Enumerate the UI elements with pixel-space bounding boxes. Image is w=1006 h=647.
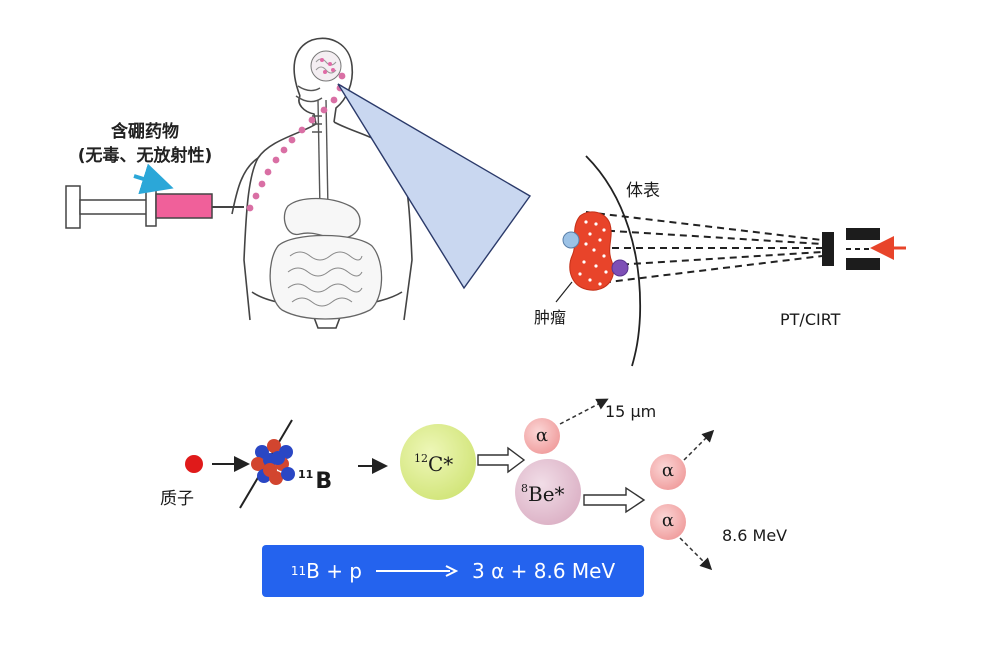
- alpha3-trajectory: [679, 537, 713, 571]
- alpha-label-3: α: [661, 510, 675, 531]
- boron11-label: 11B: [298, 468, 332, 494]
- alpha-label-1: α: [535, 425, 549, 446]
- beryllium8-label: 8Be*: [521, 482, 565, 506]
- alpha-label-2: α: [661, 460, 675, 481]
- body-surface-line: [585, 155, 642, 367]
- tumor-label: 肿瘤: [534, 308, 567, 327]
- reaction-energy-label: 8.6 MeV: [722, 526, 788, 545]
- boron-drug-label: 含硼药物 (无毒、无放射性): [60, 120, 230, 168]
- carbon12-mass: 12: [414, 452, 428, 465]
- equation-reactants: B + p: [306, 559, 362, 583]
- beam-type-label: PT/CIRT: [780, 310, 841, 329]
- carbon12-nucleus: [400, 424, 476, 500]
- beam-lines: [585, 211, 823, 285]
- beam-nozzle-icon: [822, 228, 880, 270]
- alpha-particle-2: [650, 454, 686, 490]
- digestive-organs-illustration: [269, 197, 383, 320]
- body-surface-label: 体表: [626, 181, 660, 201]
- equation-products: 3 α + 8.6 MeV: [472, 559, 616, 583]
- injection-arrow: [133, 163, 174, 195]
- alpha1-trajectory: [559, 398, 609, 425]
- esophagus-illustration: [295, 85, 329, 211]
- drug-distribution-dots: [246, 72, 346, 212]
- boron-nucleus-icon: [239, 419, 295, 509]
- syringe-icon: [65, 185, 244, 229]
- proton-label: 质子: [160, 489, 194, 509]
- beryllium8-nucleus: [515, 459, 581, 525]
- beryllium8-mass: 8: [521, 482, 528, 495]
- carbon12-symbol: C*: [428, 452, 454, 476]
- boron11-symbol: B: [315, 469, 333, 494]
- beryllium-to-alpha-arrow: [583, 486, 646, 514]
- proton-icon: [185, 455, 203, 473]
- beryllium8-symbol: Be*: [528, 482, 565, 506]
- equation-mass-number: 11: [290, 564, 307, 578]
- tumor-icon: [569, 211, 614, 291]
- tumor-pointer-line: [555, 281, 573, 303]
- normal-cell-icon: [611, 259, 629, 277]
- boron-drug-title: 含硼药物: [111, 122, 179, 142]
- alpha-particle-3: [650, 504, 686, 540]
- magnification-cone: [337, 83, 532, 290]
- carbon12-label: 12C*: [414, 452, 453, 476]
- carbon-to-beryllium-arrow: [477, 446, 526, 474]
- healthy-cell-icon: [562, 231, 580, 249]
- alpha-particle-1: [524, 418, 560, 454]
- boron11-mass: 11: [298, 468, 314, 481]
- alpha2-trajectory: [683, 429, 715, 461]
- brain-icon: [310, 50, 342, 82]
- equation-arrow-icon: [376, 565, 458, 577]
- boron-drug-note: (无毒、无放射性): [77, 146, 213, 166]
- alpha-range-label: 15 μm: [605, 402, 657, 421]
